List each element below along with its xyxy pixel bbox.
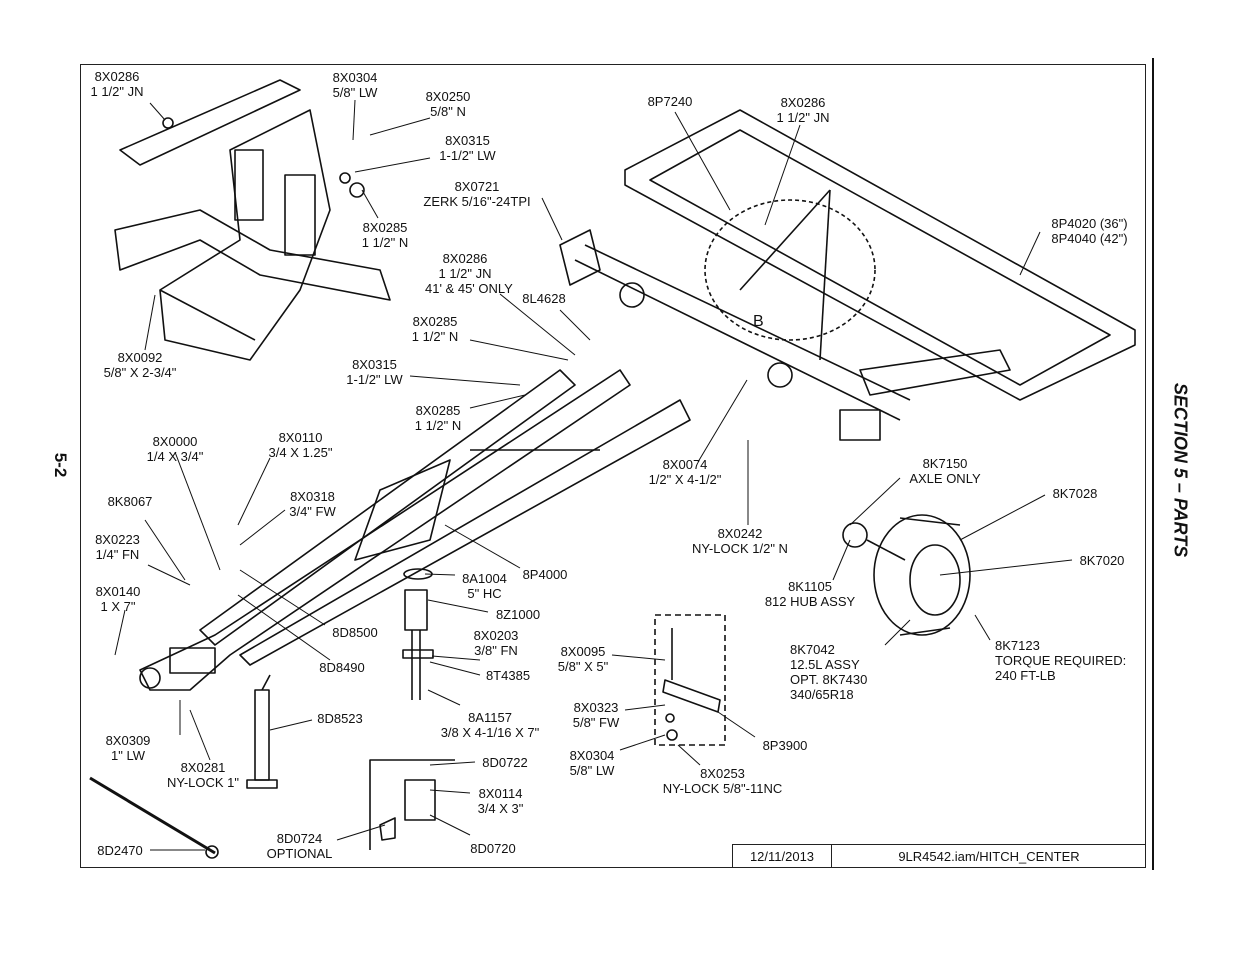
callout-8K8067: 8K8067	[107, 494, 153, 509]
wheel-assembly	[842, 514, 971, 636]
callout-8T4385: 8T4385	[485, 668, 531, 683]
callout-8K7020: 8K7020	[1079, 553, 1125, 568]
detail-marker: B	[753, 313, 764, 330]
title-block-file: 9LR4542.iam/HITCH_CENTER	[898, 849, 1080, 864]
title-block-date: 12/11/2013	[733, 845, 832, 868]
callout-8L4628: 8L4628	[522, 291, 566, 306]
leader-lines	[114, 99, 1073, 851]
drawing-frame	[80, 64, 1146, 868]
tongue-drawbar	[139, 369, 691, 691]
hitch-jack-assembly	[402, 568, 434, 700]
callout-8D2470: 8D2470	[97, 843, 143, 858]
pin-detail	[654, 614, 726, 746]
safety-chain	[89, 776, 219, 859]
clevis-detail	[369, 759, 455, 850]
callout-8P4020: 8P4020 (36")8P4040 (42")	[1051, 216, 1128, 246]
main-frame	[559, 109, 1136, 441]
callout-8D0722: 8D0722	[482, 755, 528, 770]
callout-8D8500: 8D8500	[332, 625, 378, 640]
callout-8D8490: 8D8490	[319, 660, 365, 675]
callout-8P4000: 8P4000	[522, 567, 568, 582]
callout-8D0720: 8D0720	[470, 841, 516, 856]
title-block: 12/11/2013 9LR4542.iam/HITCH_CENTER	[732, 844, 1146, 868]
callout-8P3900: 8P3900	[762, 738, 808, 753]
page-rule	[1152, 58, 1154, 870]
callout-8P7240: 8P7240	[647, 94, 693, 109]
callout-8Z1000: 8Z1000	[495, 607, 541, 622]
hitch-mount-detail	[114, 79, 391, 361]
jack-stand	[246, 674, 278, 789]
callout-8K7028: 8K7028	[1052, 486, 1098, 501]
callout-8D8523: 8D8523	[317, 711, 363, 726]
